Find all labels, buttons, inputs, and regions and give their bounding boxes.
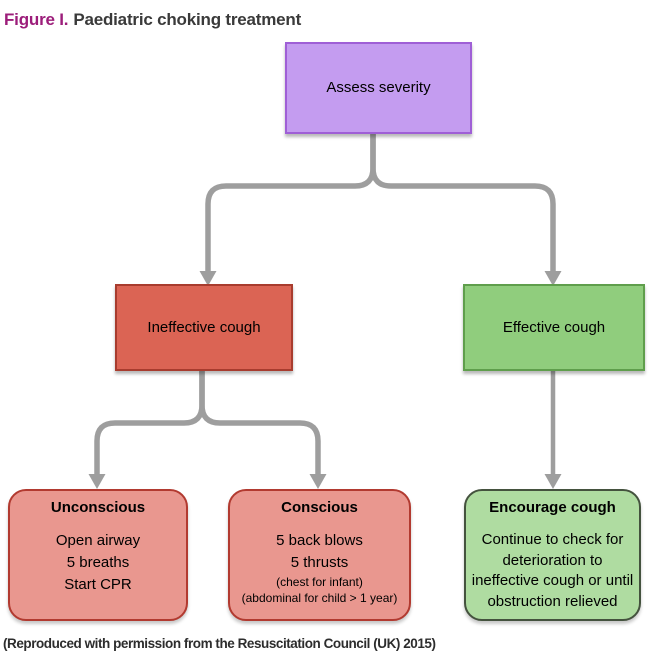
node-effective-cough-label: Effective cough: [502, 318, 606, 336]
arrowhead-conscious: [309, 474, 327, 489]
conscious-step: 5 thrusts: [290, 553, 349, 571]
arrowhead-effective: [544, 271, 562, 286]
unconscious-step: 5 breaths: [66, 553, 130, 571]
node-encourage-cough: Encourage cough Continue to check for de…: [464, 489, 641, 621]
node-unconscious: Unconscious Open airway 5 breaths Start …: [8, 489, 188, 621]
connector-assess-to-ineffective: [205, 131, 376, 272]
node-conscious-title: Conscious: [281, 499, 358, 516]
connector-ineffective-to-conscious: [199, 367, 321, 475]
node-ineffective-cough: Ineffective cough: [115, 284, 293, 371]
connector-ineffective-to-unconscious: [94, 367, 205, 475]
arrowhead-unconscious: [88, 474, 106, 489]
node-unconscious-title: Unconscious: [50, 499, 146, 516]
arrowhead-ineffective: [199, 271, 217, 286]
node-ineffective-cough-label: Ineffective cough: [147, 318, 261, 336]
figure-title: Figure I.Paediatric choking treatment: [4, 10, 301, 30]
unconscious-step: Start CPR: [64, 575, 132, 593]
encourage-cough-instructions: Continue to check for deterioration to i…: [471, 531, 634, 611]
unconscious-step: Open airway: [55, 532, 141, 549]
connector-assess-to-effective: [370, 131, 556, 272]
node-encourage-cough-title: Encourage cough: [489, 499, 616, 516]
node-conscious: Conscious 5 back blows 5 thrusts (chest …: [228, 489, 411, 621]
attribution-caption: (Reproduced with permission from the Res…: [3, 636, 436, 651]
figure-title-text: Paediatric choking treatment: [73, 10, 302, 29]
node-assess-severity: Assess severity: [285, 42, 472, 134]
node-effective-cough: Effective cough: [463, 284, 645, 371]
conscious-note: (chest for infant): [276, 574, 363, 589]
figure-number-label: Figure I.: [4, 10, 69, 29]
node-assess-severity-label: Assess severity: [326, 79, 431, 97]
conscious-step: 5 back blows: [276, 532, 363, 549]
arrowhead-encourage: [544, 474, 562, 489]
conscious-note: (abdominal for child > 1 year): [241, 591, 398, 606]
